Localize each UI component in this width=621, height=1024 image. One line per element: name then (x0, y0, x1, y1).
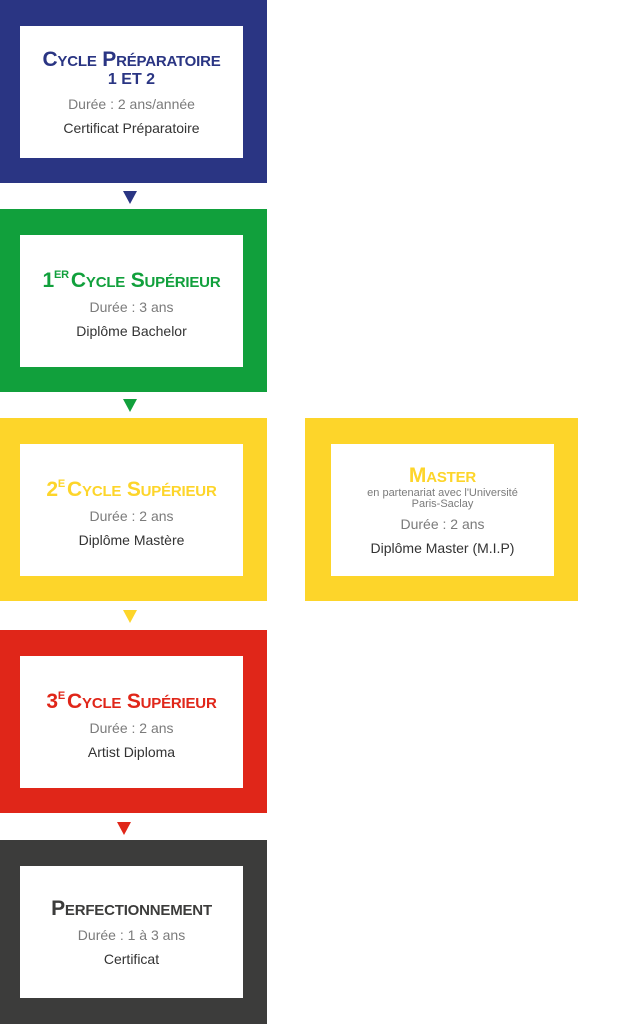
partner-text: en partenariat avec l'Université (367, 486, 518, 499)
box-diploma: Diplôme Master (M.I.P) (370, 539, 515, 556)
box-master-content: Master en partenariat avec l'Université … (331, 444, 554, 576)
box-title: 3ECycle Supérieur (46, 689, 217, 713)
box-3e-cycle-content: 3ECycle Supérieur Durée : 2 ans Artist D… (20, 656, 243, 788)
box-duration: Durée : 1 à 3 ans (77, 926, 186, 943)
box-duration: Durée : 2 ans (89, 719, 174, 736)
arrow-down-icon (123, 610, 137, 623)
box-diploma: Diplôme Bachelor (76, 322, 187, 339)
box-title: Perfectionnement (51, 896, 212, 920)
box-cycle-preparatoire-content: Cycle Préparatoire 1 ET 2 Durée : 2 ans/… (20, 26, 243, 158)
box-diploma: Artist Diploma (87, 743, 176, 760)
arrow-down-icon (123, 191, 137, 204)
arrow-down-icon (123, 399, 137, 412)
box-subtitle: 1 ET 2 (107, 70, 156, 88)
box-duration: Durée : 2 ans/année (68, 95, 195, 112)
box-title: Cycle Préparatoire (42, 47, 221, 71)
box-diploma: Diplôme Mastère (78, 531, 185, 548)
box-duration: Durée : 2 ans (89, 507, 174, 524)
box-2e-cycle-content: 2ECycle Supérieur Durée : 2 ans Diplôme … (20, 444, 243, 576)
box-diploma: Certificat (103, 950, 160, 967)
box-title: Master (408, 463, 477, 487)
box-duration: Durée : 2 ans (400, 515, 485, 532)
arrow-down-icon (117, 822, 131, 835)
box-perfectionnement-content: Perfectionnement Durée : 1 à 3 ans Certi… (20, 866, 243, 998)
partner-text: Paris-Saclay (411, 497, 474, 510)
box-title: 1ERCycle Supérieur (42, 268, 221, 292)
box-title: 2ECycle Supérieur (46, 477, 217, 501)
box-duration: Durée : 3 ans (89, 298, 174, 315)
box-1er-cycle-content: 1ERCycle Supérieur Durée : 3 ans Diplôme… (20, 235, 243, 367)
box-diploma: Certificat Préparatoire (63, 119, 200, 136)
